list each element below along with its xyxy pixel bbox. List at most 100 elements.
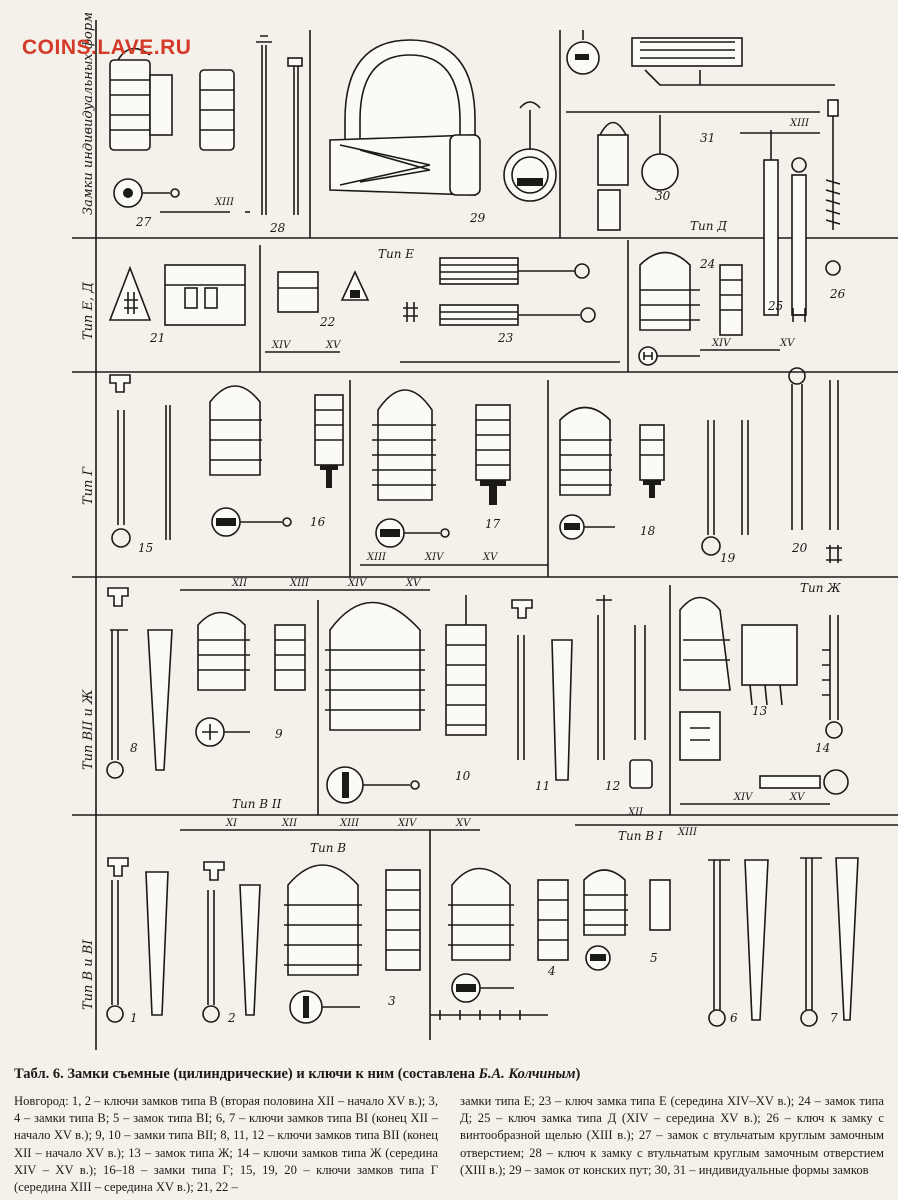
- site-watermark: COINS.LAVE.RU: [22, 36, 192, 59]
- scale-label: XII: [627, 807, 644, 818]
- figure-5-lock: [583, 869, 671, 971]
- scale-label: XV: [325, 340, 342, 351]
- illustration-plate: Замки индивидуальных форм Тип Е, Д Тип Г…: [72, 12, 898, 1050]
- figure-11-12-keys: [511, 595, 653, 789]
- figure-13-lock: [679, 596, 798, 761]
- figure-29-shackle-lock: [329, 39, 481, 196]
- fig-num-15: 15: [138, 541, 153, 555]
- scale-label: XII: [231, 578, 248, 589]
- caption-column-left: Новгород: 1, 2 – ключи замков типа В (вт…: [14, 1093, 438, 1196]
- fig-num-12: 12: [605, 779, 620, 793]
- fig-num-29: 29: [469, 211, 486, 225]
- fig-num-18: 18: [640, 524, 656, 538]
- type-label-zh: Тип Ж: [800, 581, 841, 595]
- fig-num-20: 20: [791, 541, 808, 555]
- figure-4-lock: [430, 867, 569, 1020]
- plate-grid: [72, 20, 898, 1050]
- figure-28-keys: [256, 35, 303, 215]
- caption-body: Новгород: 1, 2 – ключи замков типа В (вт…: [14, 1093, 884, 1196]
- fig-num-17: 17: [485, 517, 501, 531]
- scale-label: XIV: [271, 340, 292, 351]
- figure-10-lock: [325, 595, 487, 804]
- fig-num-22: 22: [319, 315, 335, 329]
- figure-23-keys: [403, 257, 596, 326]
- fig-num-11: 11: [535, 779, 550, 793]
- fig-num-24: 24: [699, 257, 715, 271]
- scale-label: XIV: [347, 578, 368, 589]
- fig-num-30: 30: [655, 189, 671, 203]
- figure-18-lock: [559, 406, 665, 540]
- figure-30-31-locks: [503, 30, 835, 231]
- figure-15-key: [109, 374, 171, 548]
- figure-14-keys: [759, 615, 849, 795]
- figure-2-key: [202, 861, 261, 1023]
- scale-label: XIII: [339, 818, 360, 829]
- row-label-type-g: Тип Г: [81, 466, 96, 505]
- caption-text-left: Новгород: 1, 2 – ключи замков типа В (вт…: [14, 1094, 438, 1195]
- fig-num-27: 27: [135, 215, 152, 229]
- table-caption: Табл. 6. Замки съемные (цилиндрические) …: [14, 1066, 884, 1083]
- scale-label: XIII: [214, 197, 235, 208]
- fig-num-19: 19: [720, 551, 736, 565]
- fig-num-23: 23: [497, 331, 514, 345]
- row-label-type-b-b1: Тип В и ВI: [81, 939, 96, 1010]
- fig-num-7: 7: [830, 1011, 838, 1025]
- figure-22-lock: [277, 270, 370, 313]
- fig-num-1: 1: [130, 1011, 138, 1025]
- figure-26-key: [825, 99, 841, 276]
- fig-num-4: 4: [547, 964, 556, 978]
- scale-label: XV: [789, 792, 806, 803]
- fig-num-13: 13: [752, 704, 768, 718]
- caption-column-right: замки типа Е; 23 – ключ замка типа Е (се…: [460, 1093, 884, 1196]
- figure-19-20-keys: [701, 367, 842, 563]
- figure-27-lock: [109, 47, 235, 208]
- caption-title: Замки съемные (цилиндрические) и ключи к…: [67, 1066, 476, 1082]
- fig-num-26: 26: [829, 287, 846, 301]
- plate-drawing: Замки индивидуальных форм Тип Е, Д Тип Г…: [72, 12, 898, 1050]
- scale-label: XIV: [397, 818, 418, 829]
- scale-label: XV: [779, 338, 796, 349]
- figure-9-lock: [195, 611, 306, 747]
- fig-num-10: 10: [455, 769, 471, 783]
- fig-num-16: 16: [310, 515, 326, 529]
- scale-label: XIV: [733, 792, 754, 803]
- row-label-individual: Замки индивидуальных форм: [81, 12, 96, 215]
- figure-24-lock: [638, 251, 743, 366]
- figure-6-7-keys: [708, 857, 859, 1027]
- fig-num-6: 6: [730, 1011, 738, 1025]
- fig-num-21: 21: [149, 331, 165, 345]
- century-scales: XIII XIII XIV XV XIV XV XIII XIV XV XII …: [160, 118, 830, 838]
- row-label-type-e-d: Тип Е, Д: [81, 282, 96, 340]
- fig-num-14: 14: [815, 741, 830, 755]
- figure-16-lock: [209, 385, 344, 537]
- scale-label: XI: [225, 818, 238, 829]
- figure-1-key: [106, 857, 169, 1023]
- row-label-type-b2-zh: Тип ВII и Ж: [81, 689, 96, 770]
- type-label-d: Тип Д: [690, 219, 727, 233]
- fig-num-31: 31: [700, 131, 715, 145]
- figure-numbers: 1 2 3 4 5 6 7 8 9 10 11 12 13 14 15 16 1…: [130, 131, 846, 1025]
- fig-num-9: 9: [275, 727, 283, 741]
- scale-label: XII: [281, 818, 298, 829]
- figure-3-lock: [284, 864, 421, 1024]
- type-label-e: Тип Е: [378, 247, 414, 261]
- scale-label: XIII: [789, 118, 810, 129]
- scale-label: XIII: [289, 578, 310, 589]
- fig-num-3: 3: [388, 994, 396, 1008]
- scale-label: XIV: [711, 338, 732, 349]
- caption-text-right: замки типа Е; 23 – ключ замка типа Е (се…: [460, 1094, 884, 1177]
- scale-label: XV: [405, 578, 422, 589]
- fig-num-8: 8: [130, 741, 138, 755]
- caption-close: ): [575, 1066, 581, 1082]
- type-label-b2: Тип В II: [232, 797, 282, 811]
- caption-author: Б.А. Колчиным: [478, 1066, 576, 1082]
- fig-num-25: 25: [767, 299, 783, 313]
- caption-number: Табл. 6.: [14, 1066, 64, 1082]
- type-label-b: Тип В: [310, 841, 346, 855]
- scale-label: XV: [482, 552, 499, 563]
- fig-num-2: 2: [227, 1011, 236, 1025]
- scale-label: XIII: [677, 827, 698, 838]
- scale-label: XIII: [366, 552, 387, 563]
- scale-label: XIV: [424, 552, 445, 563]
